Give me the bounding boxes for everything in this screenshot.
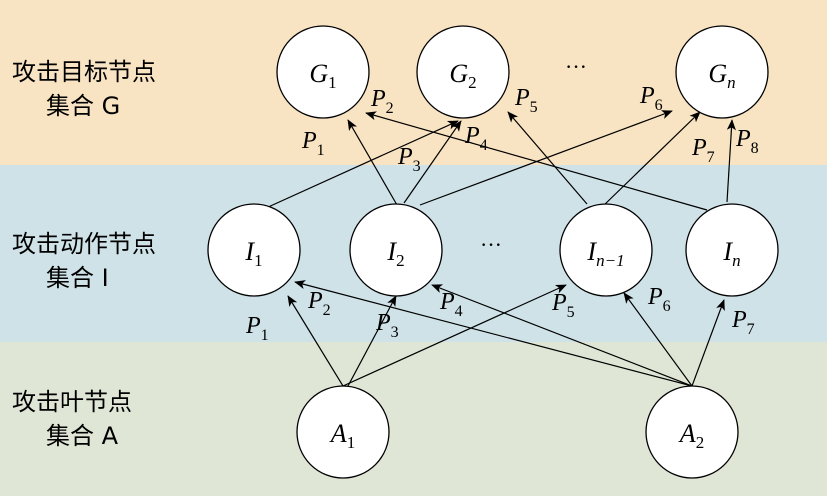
node-in-main: I bbox=[722, 237, 733, 266]
svg-text:In−1: In−1 bbox=[586, 237, 624, 270]
node-g2-main: G bbox=[449, 59, 468, 88]
edge-a2-in1 bbox=[623, 292, 693, 387]
svg-text:G2: G2 bbox=[449, 59, 476, 92]
top-label-p6: P6 bbox=[639, 83, 663, 114]
top-label-p1: P1 bbox=[301, 128, 325, 159]
bottom-label-p1: P1 bbox=[245, 313, 269, 344]
edge-i2-g2 bbox=[403, 120, 462, 204]
node-a1-main: A bbox=[329, 419, 347, 448]
goal-band-title: 攻击目标节点 bbox=[12, 58, 156, 86]
action-band-title: 攻击动作节点 bbox=[12, 230, 156, 258]
leaf-band-subtitle: 集合 A bbox=[46, 422, 119, 450]
edge-a2-i2 bbox=[431, 284, 693, 387]
action-band-subtitle: 集合 I bbox=[46, 264, 109, 292]
node-g1: G1 bbox=[276, 25, 370, 119]
node-g1-main: G bbox=[309, 59, 328, 88]
node-i2-sub: 2 bbox=[396, 251, 405, 270]
edge-i1-g2 bbox=[265, 120, 459, 209]
bottom-label-p5: P5 bbox=[551, 290, 575, 321]
node-i1: I1 bbox=[207, 203, 301, 297]
top-label-p7: P7 bbox=[691, 135, 715, 166]
svg-text:A2: A2 bbox=[678, 419, 704, 452]
edge-i2-g1 bbox=[347, 119, 398, 206]
svg-text:I2: I2 bbox=[386, 237, 404, 270]
edge-a2-in bbox=[691, 299, 725, 387]
edge-a2-i1 bbox=[294, 280, 693, 387]
svg-text:I1: I1 bbox=[244, 237, 262, 270]
bottom-label-p4: P4 bbox=[439, 289, 463, 320]
bottom-label-p3: P3 bbox=[375, 310, 399, 341]
node-a2: A2 bbox=[645, 385, 739, 479]
bottom-label-p7: P7 bbox=[731, 307, 755, 338]
node-in-minus-1-sub: n−1 bbox=[596, 251, 624, 270]
edge-a1-i1 bbox=[287, 295, 344, 387]
edge-a1-i2 bbox=[347, 295, 397, 387]
node-in: In bbox=[685, 203, 779, 297]
leaf-band-title: 攻击叶节点 bbox=[12, 388, 132, 416]
node-a2-sub: 2 bbox=[696, 433, 705, 452]
edge-i2-gn bbox=[419, 110, 673, 206]
node-g1-sub: 1 bbox=[328, 73, 337, 92]
top-label-p5: P5 bbox=[514, 85, 538, 116]
node-a1: A1 bbox=[296, 385, 390, 479]
node-a2-main: A bbox=[678, 419, 696, 448]
node-gn-sub: n bbox=[727, 73, 736, 92]
edge-in-gn bbox=[726, 119, 736, 203]
node-i1-sub: 1 bbox=[254, 251, 263, 270]
node-a1-sub: 1 bbox=[347, 433, 356, 452]
node-i2: I2 bbox=[349, 203, 443, 297]
node-gn-main: G bbox=[708, 59, 727, 88]
top-label-p8: P8 bbox=[735, 126, 759, 157]
goal-band-subtitle: 集合 G bbox=[46, 92, 120, 120]
node-in-minus-1: In−1 bbox=[559, 203, 653, 297]
node-i2-main: I bbox=[386, 237, 397, 266]
top-label-p4: P4 bbox=[464, 123, 488, 154]
top-label-p3: P3 bbox=[397, 144, 421, 175]
node-g2-sub: 2 bbox=[468, 73, 477, 92]
node-i1-main: I bbox=[244, 237, 255, 266]
svg-text:In: In bbox=[722, 237, 740, 270]
bottom-label-p2: P2 bbox=[307, 288, 331, 319]
node-gn: Gn bbox=[675, 25, 769, 119]
goal-ellipsis: ··· bbox=[565, 54, 587, 79]
edge-a1-in1 bbox=[342, 284, 567, 387]
svg-text:G1: G1 bbox=[309, 59, 336, 92]
node-g2: G2 bbox=[416, 25, 510, 119]
action-ellipsis: ··· bbox=[480, 232, 502, 257]
svg-text:Gn: Gn bbox=[708, 59, 735, 92]
node-in-sub: n bbox=[732, 251, 741, 270]
svg-text:A1: A1 bbox=[329, 419, 355, 452]
node-in-minus-1-main: I bbox=[586, 237, 597, 266]
edge-in1-gn bbox=[601, 111, 701, 208]
bottom-label-p6: P6 bbox=[647, 284, 671, 315]
top-label-p2: P2 bbox=[370, 86, 394, 117]
